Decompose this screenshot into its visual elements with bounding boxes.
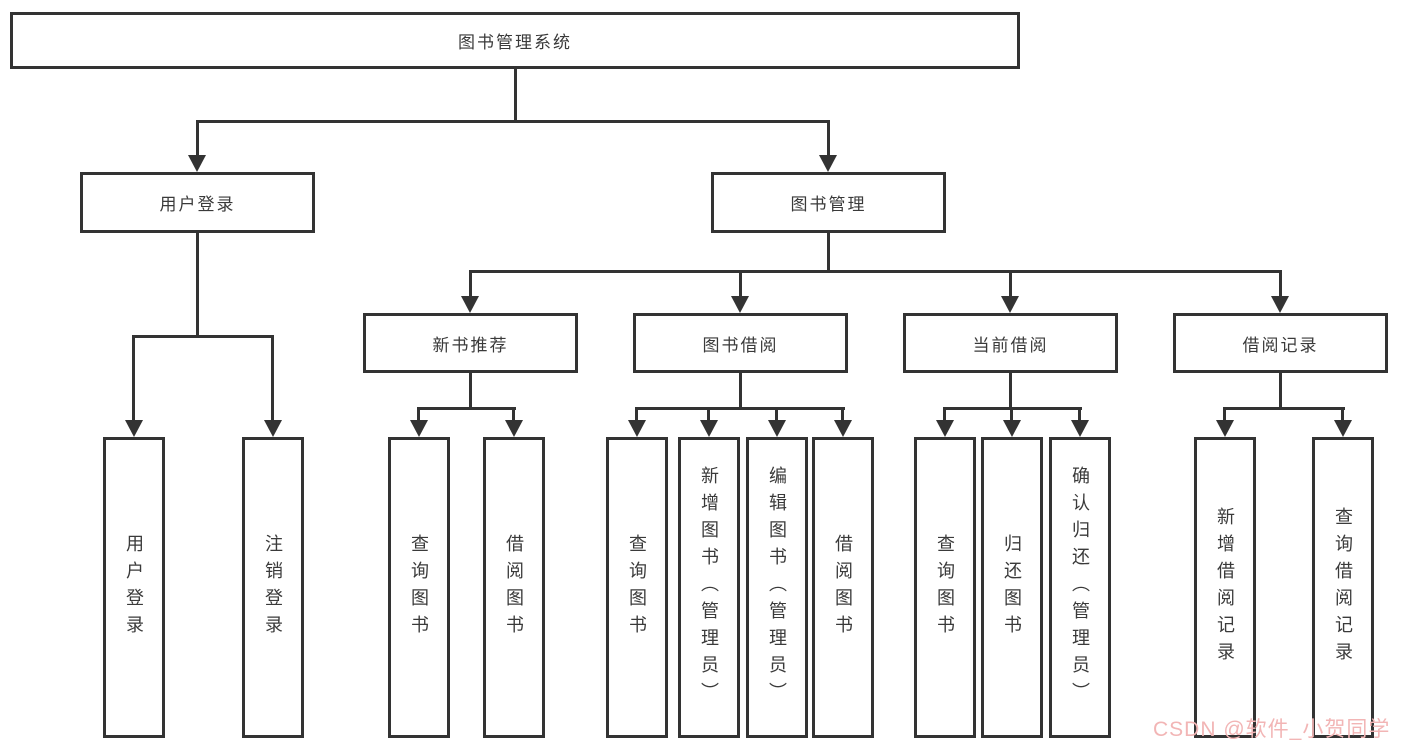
leaf-user-login: 用户登录 [103, 437, 165, 738]
connector-stub [512, 407, 515, 423]
node-new-book-recommendation: 新书推荐 [363, 313, 578, 373]
arrow-down-icon [505, 420, 523, 437]
connector-user-login-rail [132, 335, 274, 338]
arrow-down-icon [731, 296, 749, 313]
node-borrowing-records: 借阅记录 [1173, 313, 1388, 373]
connector-group-drop [739, 373, 742, 410]
connector-stub [1223, 407, 1226, 423]
connector-root-drop [514, 68, 517, 123]
node-user-login: 用户登录 [80, 172, 315, 233]
connector-stub [1279, 270, 1282, 299]
connector-stub [1010, 407, 1013, 423]
connector-stub [943, 407, 946, 423]
arrow-down-icon [264, 420, 282, 437]
arrow-down-icon [1003, 420, 1021, 437]
leaf-query-books: 查询图书 [606, 437, 668, 738]
watermark: CSDN @软件_小贺同学 [1153, 718, 1391, 741]
connector-stub [469, 270, 472, 299]
connector-stub [775, 407, 778, 423]
connector-user-login-drop [196, 233, 199, 338]
node-library-system: 图书管理系统 [10, 12, 1020, 69]
connector-group-drop [1009, 373, 1012, 410]
connector-group-rail [635, 407, 845, 410]
connector-stub [739, 270, 742, 299]
node-current-borrowing: 当前借阅 [903, 313, 1118, 373]
connector-stub [1078, 407, 1081, 423]
arrow-down-icon [1334, 420, 1352, 437]
connector-group-drop [1279, 373, 1282, 410]
arrow-down-icon [936, 420, 954, 437]
connector-level2-rail [196, 120, 830, 123]
arrow-down-icon [628, 420, 646, 437]
connector-stub [1341, 407, 1344, 423]
node-book-management: 图书管理 [711, 172, 946, 233]
leaf-query-books: 查询图书 [388, 437, 450, 738]
arrow-down-icon [410, 420, 428, 437]
connector-level3-rail [469, 270, 1282, 273]
arrow-down-icon [768, 420, 786, 437]
arrow-down-icon [461, 296, 479, 313]
arrow-down-icon [819, 155, 837, 172]
connector-stub [1009, 270, 1012, 299]
arrow-down-icon [188, 155, 206, 172]
leaf-edit-book-admin: 编辑图书（管理员） [746, 437, 808, 738]
arrow-down-icon [125, 420, 143, 437]
connector-group-rail [417, 407, 516, 410]
connector-stub [196, 120, 199, 156]
node-book-borrowing: 图书借阅 [633, 313, 848, 373]
connector-group-drop [469, 373, 472, 410]
connector-stub [271, 335, 274, 421]
arrow-down-icon [834, 420, 852, 437]
leaf-return-books: 归还图书 [981, 437, 1043, 738]
leaf-add-book-admin: 新增图书（管理员） [678, 437, 740, 738]
connector-stub [707, 407, 710, 423]
connector-group-rail [1223, 407, 1345, 410]
connector-stub [417, 407, 420, 423]
leaf-borrow-books: 借阅图书 [483, 437, 545, 738]
arrow-down-icon [1071, 420, 1089, 437]
connector-stub [841, 407, 844, 423]
leaf-query-borrow-record: 查询借阅记录 [1312, 437, 1374, 738]
leaf-add-borrow-record: 新增借阅记录 [1194, 437, 1256, 738]
arrow-down-icon [700, 420, 718, 437]
connector-stub [827, 120, 830, 156]
leaf-confirm-return-admin: 确认归还（管理员） [1049, 437, 1111, 738]
leaf-query-books: 查询图书 [914, 437, 976, 738]
connector-book-mgmt-drop [827, 233, 830, 273]
arrow-down-icon [1271, 296, 1289, 313]
arrow-down-icon [1001, 296, 1019, 313]
leaf-logout: 注销登录 [242, 437, 304, 738]
connector-stub [635, 407, 638, 423]
leaf-borrow-books: 借阅图书 [812, 437, 874, 738]
arrow-down-icon [1216, 420, 1234, 437]
connector-stub [132, 335, 135, 421]
